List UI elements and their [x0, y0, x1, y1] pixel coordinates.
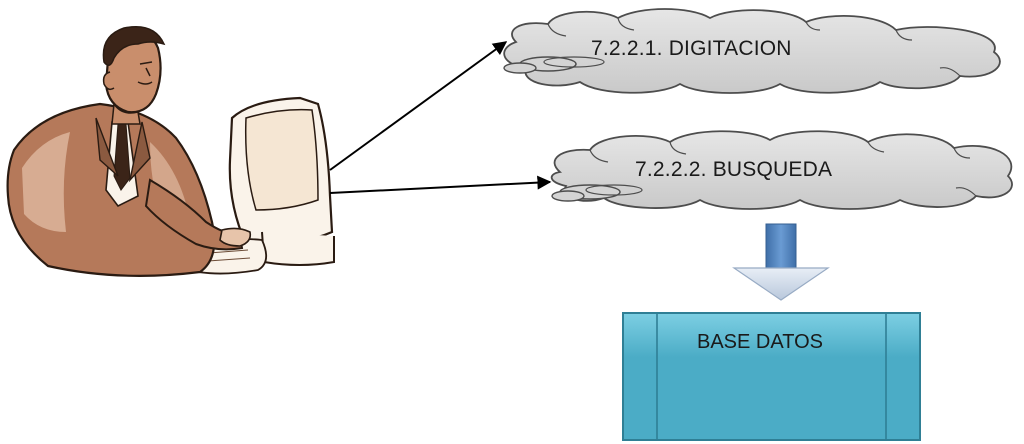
- down-arrow-icon: [732, 223, 830, 301]
- cloud-digitacion: [503, 8, 1001, 94]
- digitacion-label: 7.2.2.1. DIGITACION: [591, 37, 792, 60]
- person-at-computer-icon: [6, 26, 335, 277]
- cloud-busqueda: [550, 130, 1013, 210]
- arrow-to-digitacion: [329, 41, 508, 171]
- database-box: [622, 312, 921, 441]
- database-label: BASE DATOS: [697, 331, 823, 353]
- busqueda-label: 7.2.2.2. BUSQUEDA: [635, 158, 833, 181]
- arrow-to-busqueda: [329, 175, 552, 194]
